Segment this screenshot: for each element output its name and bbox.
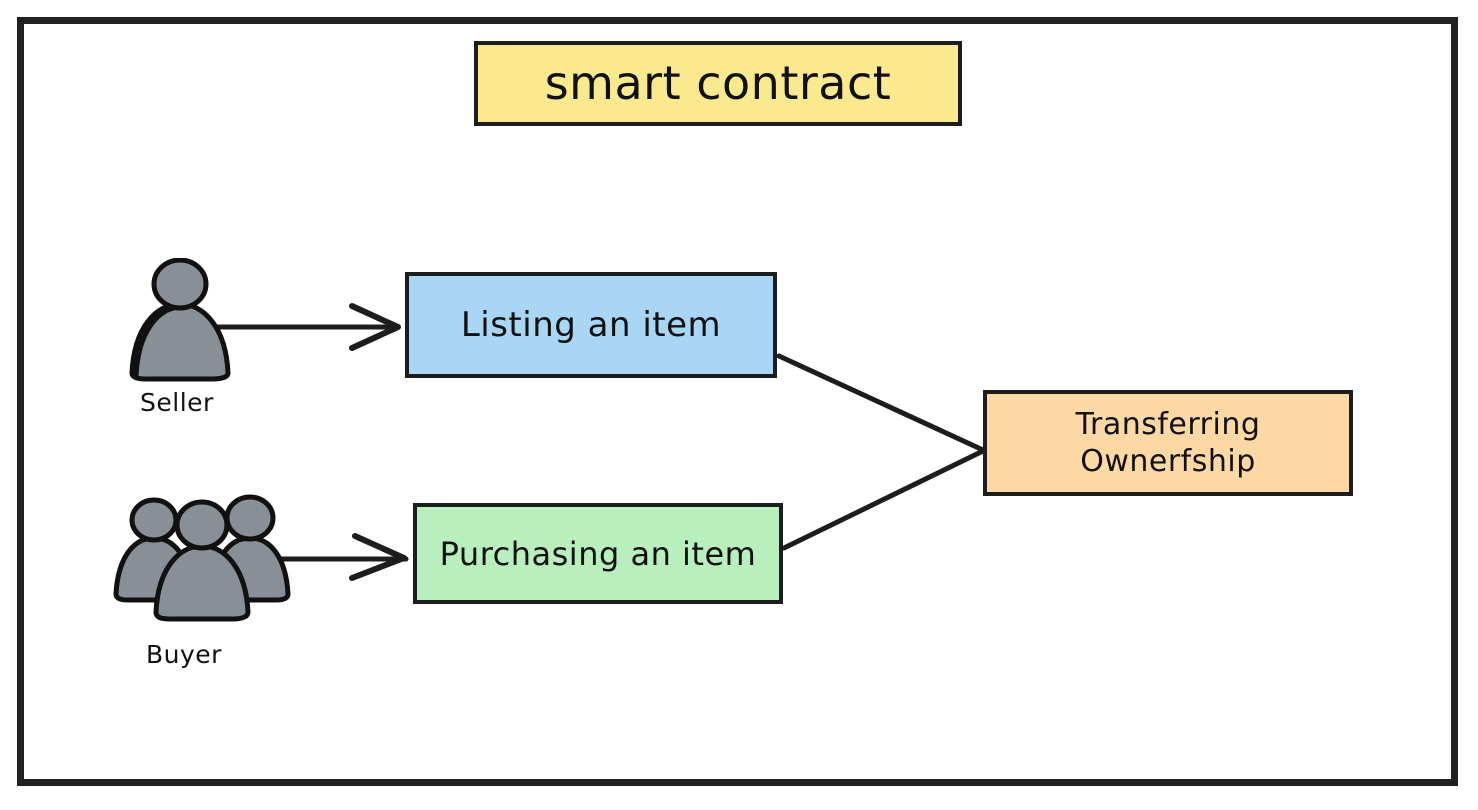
node-transfer-line-2: Ownerfship bbox=[1080, 444, 1256, 479]
actor-seller bbox=[112, 257, 292, 433]
actor-buyer bbox=[108, 482, 308, 682]
actor-buyer-label: Buyer bbox=[146, 640, 222, 669]
node-transfer-line-1: Transferring bbox=[1075, 406, 1261, 442]
actor-seller-label: Seller bbox=[140, 388, 214, 417]
diagram-outer-frame bbox=[17, 17, 1458, 786]
group-of-people-icon bbox=[113, 494, 291, 622]
node-listing-an-item[interactable]: Listing an item bbox=[405, 272, 777, 378]
single-person-icon bbox=[129, 257, 231, 382]
title-box-smart-contract: smart contract bbox=[474, 41, 962, 126]
node-transferring-ownership[interactable]: Transferring Ownerfship bbox=[983, 390, 1353, 496]
node-purchasing-an-item[interactable]: Purchasing an item bbox=[413, 503, 783, 604]
